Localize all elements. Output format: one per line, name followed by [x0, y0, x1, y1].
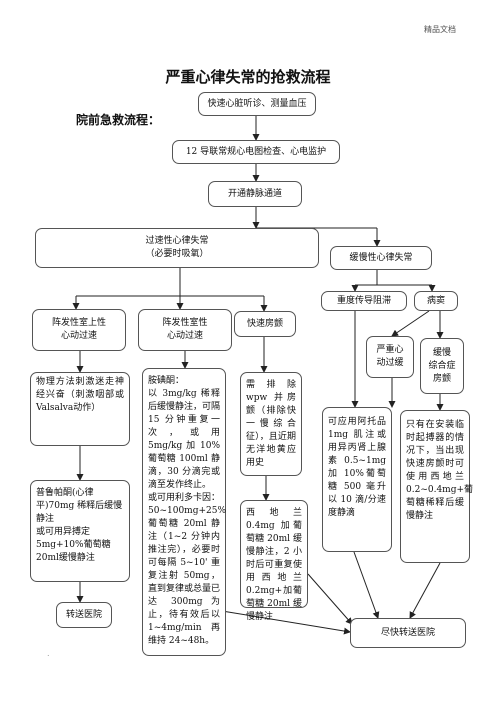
section-label: 院前急救流程：: [76, 113, 161, 127]
auscultation-bp-box: 快速心脏听诊、测量血压: [198, 92, 316, 116]
atropine-box: 可应用阿托品 1mg 肌注或用异丙肾上腺素 0.5~1mg 加 10%葡萄糖 5…: [322, 407, 392, 552]
pacemaker-box: 只有在安装临时起搏器的情况下，当出现快速房颤时可使用西地兰0.2~0.4mg+葡…: [400, 410, 473, 563]
rapid-af-box: 快速房颤: [234, 311, 296, 337]
af-exclusion-box: 需排除 wpw 并房颤（排除快一慢综合征），且近期无洋地黄应用史: [240, 372, 302, 476]
svt-box: 阵发性室上性 心动过速: [32, 309, 126, 351]
brady-tachy-box: 缓慢 综合症 房颤: [420, 338, 464, 394]
page-mark: .: [47, 649, 50, 658]
iv-access-box: 开通静脉通道: [208, 181, 302, 207]
page-title: 严重心律失常的抢救流程: [165, 68, 331, 86]
ecg-monitoring-box: 12 导联常规心电图检查、心电监护: [172, 140, 340, 164]
bradyarrhythmia-box: 缓慢性心律失常: [330, 246, 432, 270]
sick-sinus-box: 病窦: [414, 291, 458, 311]
heart-block-box: 重度传导阻滞: [321, 291, 407, 311]
tachyarrhythmia-box: 过速性心律失常 （必要时吸氧）: [35, 228, 319, 268]
propafenone-box: 普鲁帕酮(心律平)70mg 稀释后缓慢静注 或可用异搏定5mg+10%葡萄糖20…: [30, 480, 130, 582]
watermark: 精品文档: [424, 25, 456, 34]
vt-box: 阵发性室性 心动过速: [138, 309, 232, 351]
final-transfer-box: 尽快转送医院: [350, 618, 466, 648]
amiodarone-box: 胺碘酮： 以 3mg/kg 稀释后缓慢静注，可隔 15 分钟重复一次，或用 5m…: [142, 368, 226, 656]
vagal-maneuver-box: 物理方法刺激迷走神经兴奋（刺激咽部或Valsalva动作）: [30, 372, 130, 446]
lanatoside-box: 西地兰 0.4mg 加葡萄糖 20ml 缓慢静注，2 小时后可重复使用西地兰 0…: [240, 500, 308, 622]
severe-bradycardia-box: 严重心 动过缓: [366, 336, 414, 378]
transfer-hospital-box: 转送医院: [56, 602, 112, 628]
